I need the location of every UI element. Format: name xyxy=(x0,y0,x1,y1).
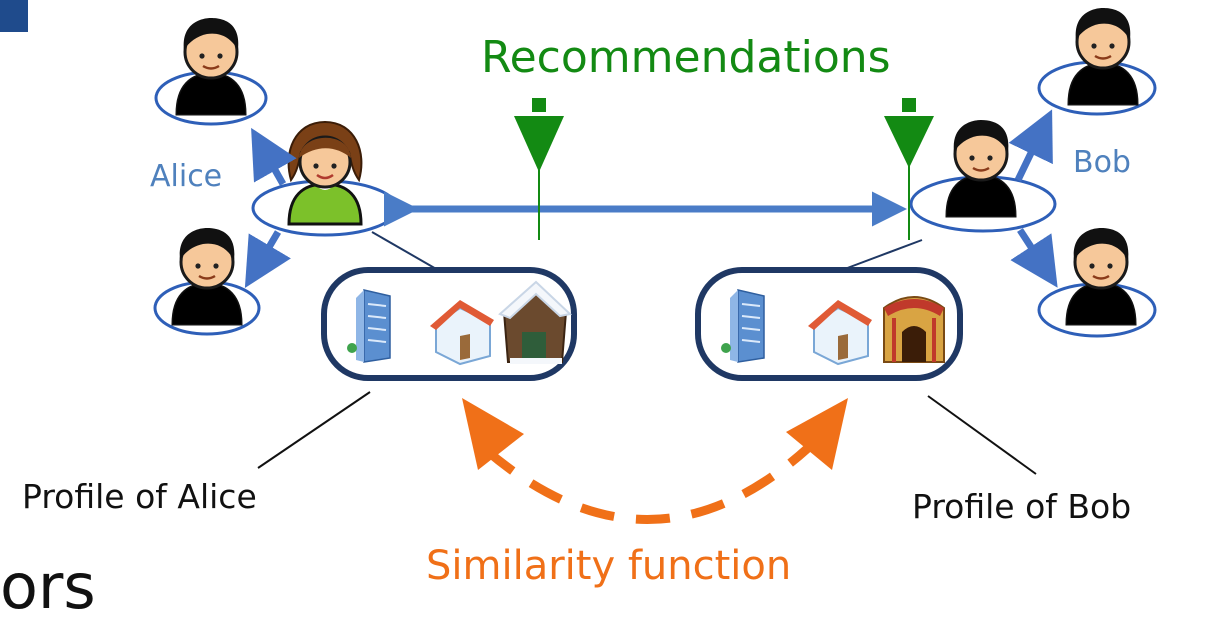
snow-cabin-icon xyxy=(498,280,573,364)
cut-off-heading-text: ors xyxy=(0,550,96,623)
alice-label: Alice xyxy=(150,159,223,194)
similarity-arrow xyxy=(462,398,848,524)
user-blue-shirt-icon xyxy=(1065,226,1137,326)
office-building-icon xyxy=(721,289,765,363)
link-bob-to-top-user xyxy=(1008,109,1053,182)
profile-alice-label: Profile of Alice xyxy=(22,477,257,516)
recommendations-label: Recommendations xyxy=(481,32,891,83)
user-suit-icon xyxy=(171,226,243,326)
circus-tent-icon xyxy=(883,296,945,363)
house-icon xyxy=(808,300,872,366)
user-top-right xyxy=(1037,6,1157,116)
user-red-shirt-icon xyxy=(1067,6,1139,106)
slide-header-mark xyxy=(0,0,28,32)
house-icon xyxy=(430,300,494,366)
connector-bob-profile xyxy=(841,239,923,271)
recommendation-arrow-left xyxy=(514,98,564,240)
recommendation-diagram xyxy=(153,6,1157,524)
user-bottom-left xyxy=(153,226,261,336)
user-white-shirt-tie-icon xyxy=(945,118,1017,218)
profile-bob-label: Profile of Bob xyxy=(912,487,1132,526)
user-red-shirt-icon xyxy=(175,16,247,116)
user-bottom-right xyxy=(1037,226,1157,338)
user-top-left xyxy=(154,16,268,126)
connector-alice-profile xyxy=(371,231,439,271)
user-female-green-icon xyxy=(287,120,363,226)
recommendation-arrow-right xyxy=(884,98,934,240)
link-bob-to-bottom-user xyxy=(1010,228,1058,288)
pointer-profile-alice xyxy=(257,391,371,469)
office-building-icon xyxy=(347,289,391,363)
bob-profile-box xyxy=(695,267,963,381)
similarity-function-label: Similarity function xyxy=(426,543,792,589)
alice-profile-box xyxy=(321,267,577,381)
bob-label: Bob xyxy=(1073,145,1131,180)
link-alice-to-top-user xyxy=(251,127,297,186)
alice-node xyxy=(251,120,399,237)
pointer-profile-bob xyxy=(927,395,1037,475)
link-alice-to-bottom-user xyxy=(244,230,291,289)
bob-node xyxy=(909,118,1057,233)
